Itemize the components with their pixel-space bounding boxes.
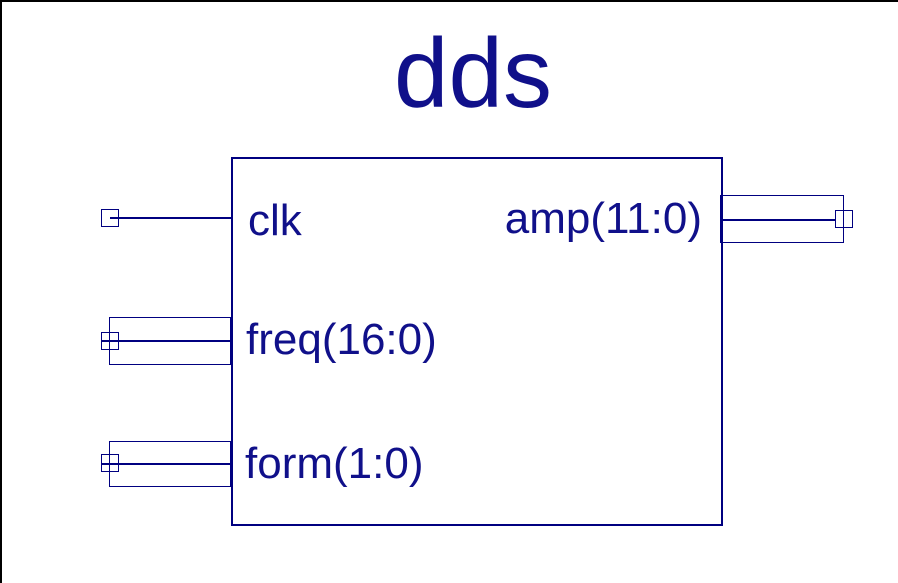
amp-port-label: amp(11:0)	[504, 194, 702, 243]
component-title: dds	[393, 18, 552, 128]
clk-pin-square[interactable]	[101, 209, 119, 227]
clk-port-label: clk	[248, 196, 302, 245]
form-pin-square[interactable]	[101, 454, 119, 472]
freq-port-label: freq(16:0)	[246, 315, 437, 364]
form-port-label: form(1:0)	[245, 439, 424, 488]
amp-pin-square[interactable]	[835, 210, 853, 228]
freq-pin-square[interactable]	[101, 332, 119, 350]
component-body[interactable]	[231, 157, 723, 526]
clk-wire	[110, 217, 231, 219]
amp-wire	[720, 219, 836, 221]
freq-wire	[101, 340, 231, 342]
form-wire	[101, 463, 231, 465]
